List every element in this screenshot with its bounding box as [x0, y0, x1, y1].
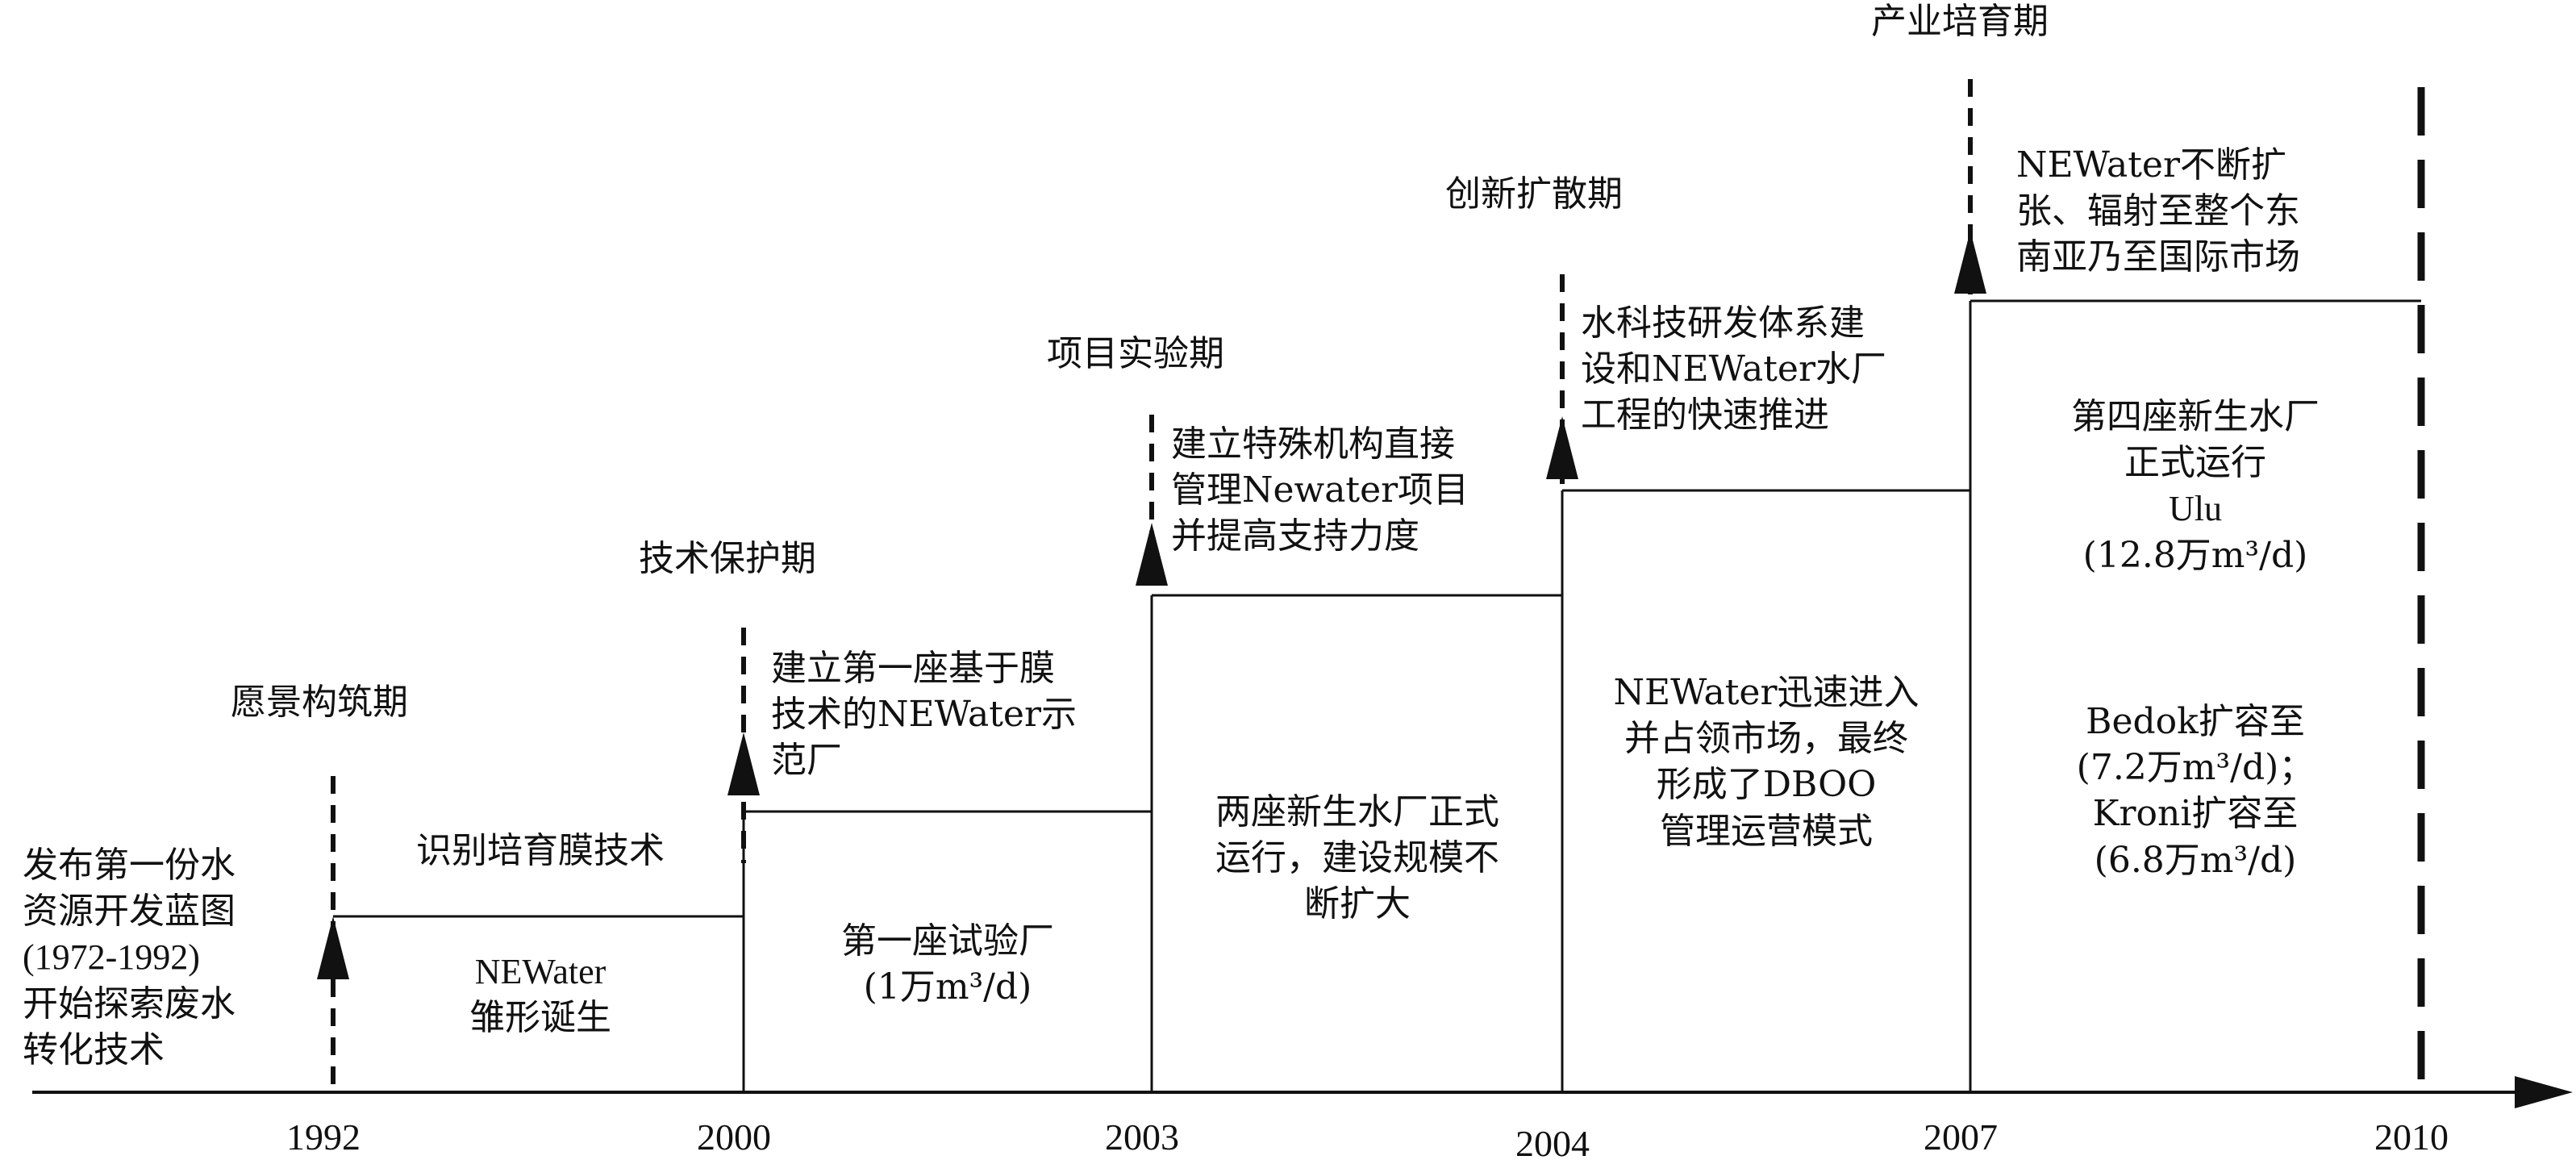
text-line: (1万m³/d) — [863, 966, 1032, 1008]
text-line: 建立特殊机构直接 — [1171, 424, 1455, 465]
text-line: 工程的快速推进 — [1581, 394, 1829, 436]
time-axis-arrowhead — [2515, 1076, 2573, 1108]
arrowhead-2003 — [1136, 523, 1168, 586]
text-line: 形成了DBOO — [1656, 764, 1877, 806]
text-line: 管理Newater项目 — [1171, 469, 1469, 511]
text-line: (6.8万m³/d) — [2094, 839, 2297, 881]
text-line: 张、辐射至整个东 — [2016, 190, 2300, 232]
stage-name: 愿景构筑期 — [231, 682, 408, 723]
text-line: 设和NEWater水厂 — [1581, 348, 1887, 390]
lower-note-2000-2003: 第一座试验厂 (1万m³/d) — [753, 918, 1142, 1010]
text-line: 并提高支持力度 — [1171, 515, 1419, 557]
text-line: 并占领市场，最终 — [1624, 718, 1908, 760]
upper-note-1992-2000: 识别培育膜技术 — [347, 828, 734, 874]
text-line: 建立第一座基于膜 — [771, 648, 1055, 689]
text-line: 资源开发蓝图 — [23, 891, 236, 933]
lower-note-2004-2007: NEWater迅速进入 并占领市场，最终 形成了DBOO 管理运营模式 — [1568, 670, 1965, 854]
text-line: 第四座新生水厂 — [2071, 396, 2320, 437]
text-line: Kroni扩容至 — [2092, 793, 2299, 835]
text-line: 正式运行 — [2124, 442, 2266, 484]
year-label: 2004 — [1515, 1123, 1590, 1160]
text-line: 识别培育膜技术 — [416, 830, 665, 871]
text-line: 南亚乃至国际市场 — [2016, 236, 2300, 278]
upper-note-2004-2007: 水科技研发体系建 设和NEWater水厂 工程的快速推进 — [1581, 300, 1886, 439]
text-line: NEWater不断扩 — [2016, 144, 2287, 186]
text-line: (12.8万m³/d) — [2082, 534, 2308, 576]
stage-name: 技术保护期 — [639, 538, 816, 579]
text-line: 两座新生水厂正式 — [1215, 791, 1499, 832]
upper-note-2000-2003: 建立第一座基于膜 技术的NEWater示 范厂 — [771, 645, 1077, 784]
text-line: 第一座试验厂 — [841, 920, 1054, 962]
upper-note-2003-2004: 建立特殊机构直接 管理Newater项目 并提高支持力度 — [1171, 421, 1469, 560]
text-line: Bedok扩容至 — [2086, 701, 2305, 742]
text-line: NEWater — [474, 952, 606, 991]
arrowhead-2000 — [727, 732, 760, 795]
milestone-1992-text: 发布第一份水 资源开发蓝图 (1972-1992) 开始探索废水 转化技术 — [23, 842, 236, 1073]
text-line: 断扩大 — [1304, 883, 1411, 925]
stage-name: 项目实验期 — [1047, 333, 1224, 374]
text-line: NEWater迅速进入 — [1613, 672, 1919, 713]
year-label: 2010 — [2374, 1116, 2449, 1158]
lower-note-2003-2004: 两座新生水厂正式 运行，建设规模不 断扩大 — [1158, 789, 1557, 928]
text-line: 开始探索废水 — [23, 983, 236, 1024]
text-line: Ulu — [2169, 489, 2222, 529]
year-label: 2007 — [1924, 1116, 1998, 1158]
lower-note-2007-2010-plant: 第四座新生水厂 正式运行 Ulu (12.8万m³/d) — [1978, 394, 2413, 578]
upper-note-2007-2010: NEWater不断扩 张、辐射至整个东 南亚乃至国际市场 — [2016, 142, 2300, 281]
year-label: 1992 — [286, 1116, 361, 1158]
arrowhead-2007 — [1954, 231, 1986, 294]
lower-note-1992-2000: NEWater 雏形诞生 — [347, 949, 734, 1041]
stage-name: 创新扩散期 — [1445, 173, 1623, 215]
text-line: 运行，建设规模不 — [1215, 837, 1499, 879]
arrowhead-1992 — [317, 916, 349, 979]
text-line: 管理运营模式 — [1660, 810, 1873, 852]
text-line: (1972-1992) — [23, 937, 200, 978]
stage-name: 产业培育期 — [1871, 1, 2049, 42]
year-label: 2003 — [1105, 1116, 1179, 1158]
text-line: (7.2万m³/d)； — [2076, 747, 2315, 789]
text-line: 发布第一份水 — [23, 845, 236, 886]
text-line: 雏形诞生 — [469, 998, 611, 1038]
text-line: 水科技研发体系建 — [1581, 303, 1865, 344]
text-line: 技术的NEWater示 — [771, 694, 1078, 736]
text-line: 范厂 — [771, 740, 842, 782]
lower-note-2007-2010-expansion: Bedok扩容至 (7.2万m³/d)； Kroni扩容至 (6.8万m³/d) — [1978, 699, 2413, 883]
year-label: 2000 — [697, 1116, 771, 1158]
text-line: 转化技术 — [23, 1029, 165, 1070]
arrowhead-2004 — [1546, 416, 1578, 479]
